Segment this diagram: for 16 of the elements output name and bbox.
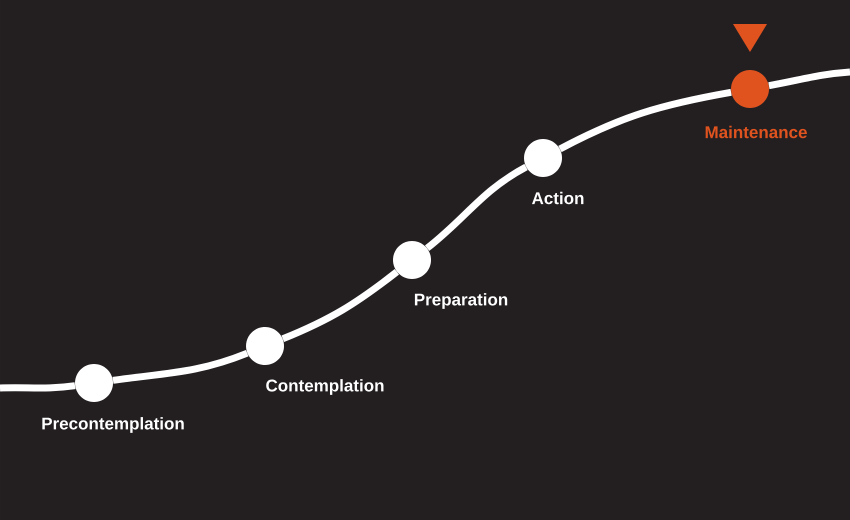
- stage-dot: [731, 70, 769, 108]
- curve-line: [558, 88, 732, 152]
- stage-label: Preparation: [414, 293, 508, 309]
- stage-label: Action: [532, 192, 584, 204]
- stage-label: Precontemplation: [42, 417, 184, 433]
- curve-line: [281, 269, 400, 342]
- curve-line: [768, 68, 850, 90]
- stage-dot: [393, 241, 431, 279]
- curve-line: [424, 164, 528, 251]
- curve-line: [0, 382, 76, 392]
- stage-dot: [246, 327, 284, 365]
- curve-line: [112, 350, 248, 384]
- stage-label: Contemplation: [266, 379, 384, 395]
- stage-label: Maintenance: [706, 126, 807, 138]
- stage-dot: [75, 364, 113, 402]
- stage-dot: [524, 139, 562, 177]
